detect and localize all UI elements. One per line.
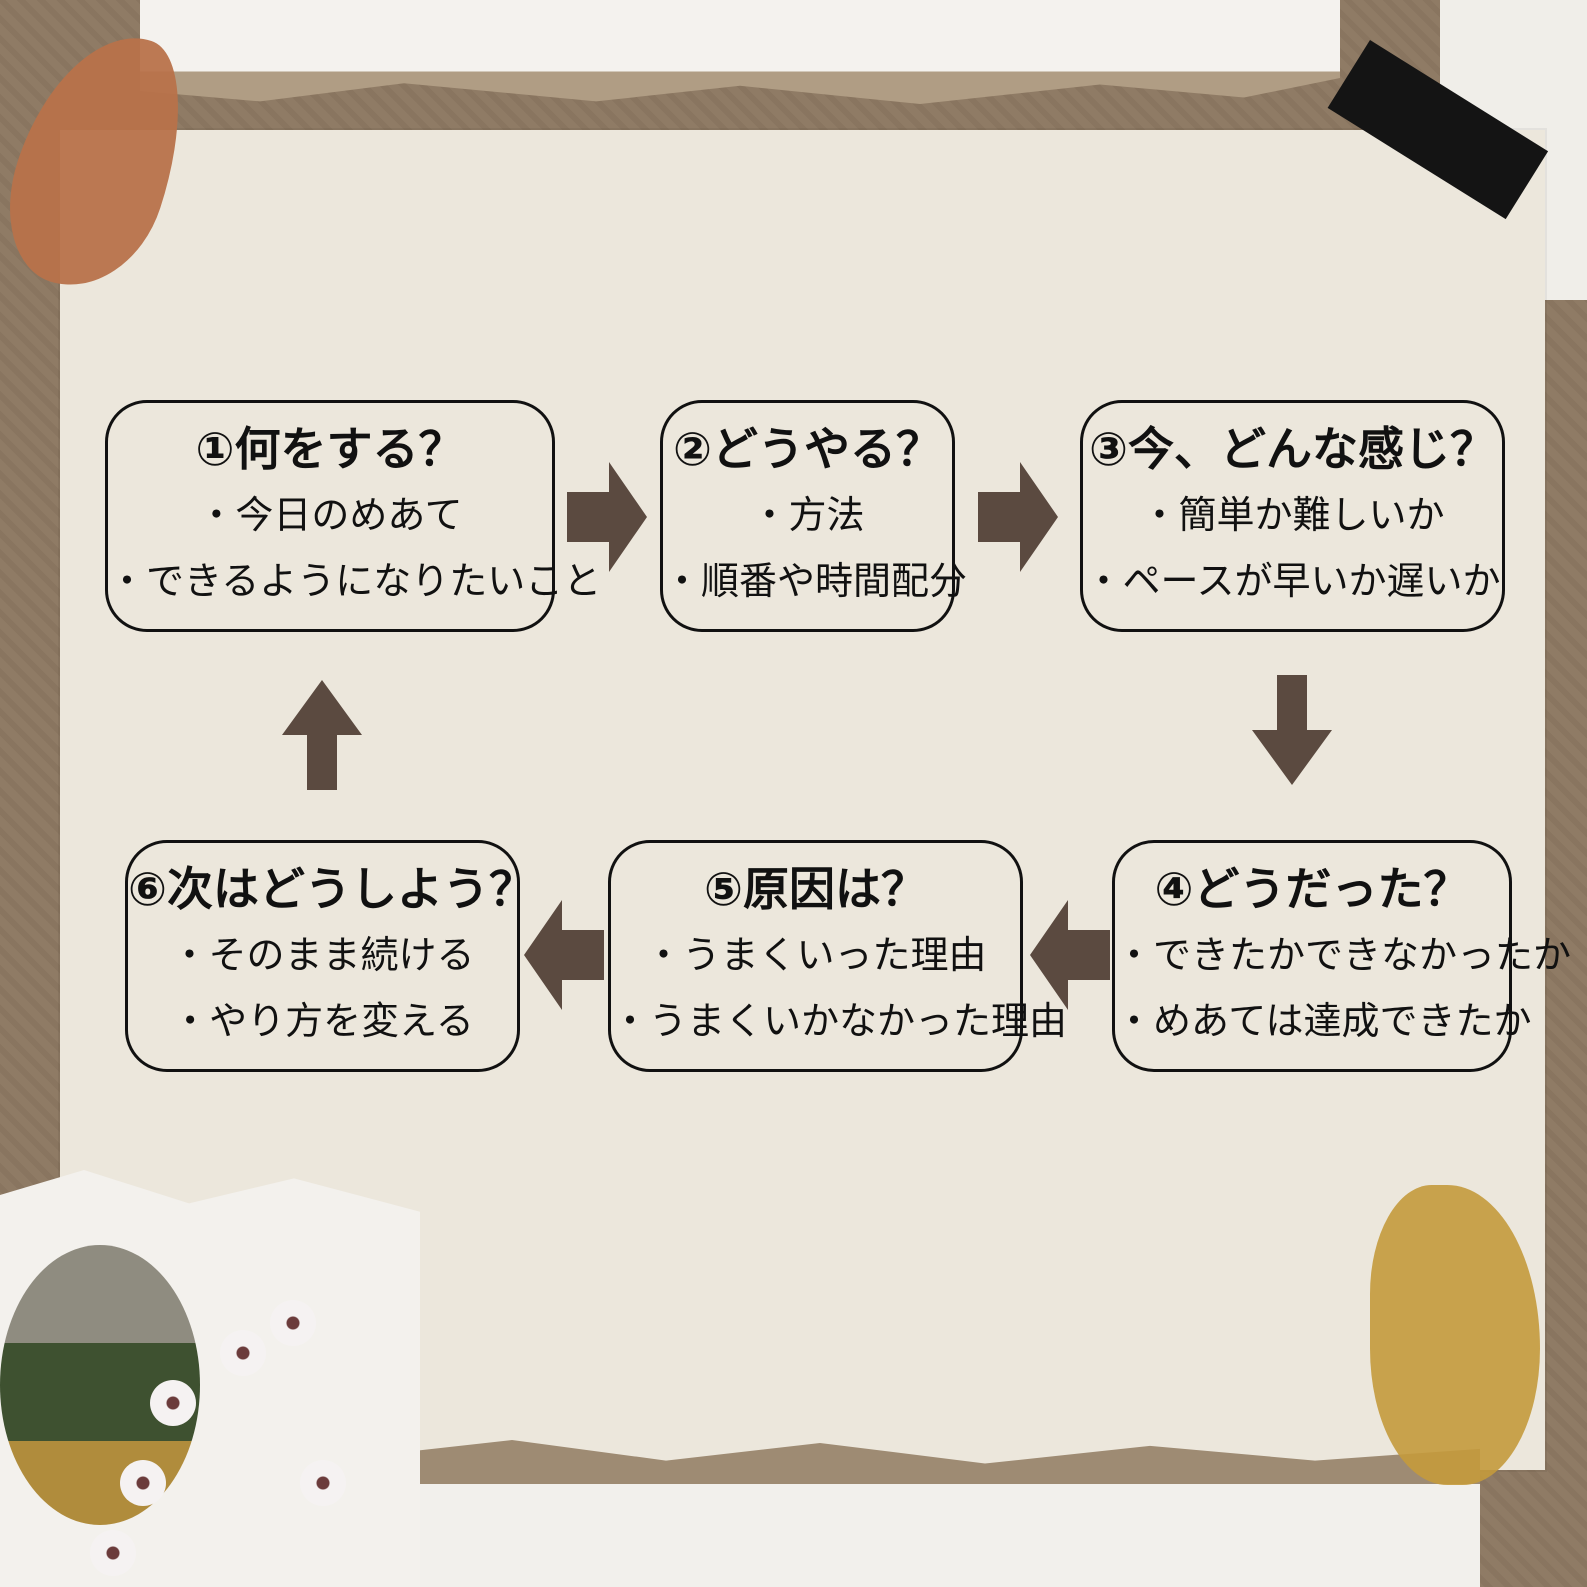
step-title: ④どうだった？ — [1154, 862, 1470, 916]
step-point: ・できたかできなかったか — [1115, 933, 1572, 977]
step-point: ・順番や時間配分 — [663, 559, 968, 603]
arrow-right-icon — [978, 462, 1058, 572]
step-point: ・簡単か難しいか — [1140, 493, 1445, 537]
step-point: ・そのまま続ける — [170, 933, 475, 977]
blossom-icon — [120, 1460, 166, 1506]
arrow-down-icon — [1252, 675, 1332, 785]
blossom-icon — [300, 1460, 346, 1506]
step-point: ・方法 — [750, 493, 865, 537]
step-point: ・めあては達成できたか — [1115, 999, 1532, 1043]
step-title: ③今、どんな感じ？ — [1089, 422, 1496, 476]
step-title: ②どうやる？ — [673, 422, 942, 476]
step-box-1: ①何をする？ ・今日のめあて ・できるようになりたいこと — [105, 400, 602, 632]
blossom-icon — [150, 1380, 196, 1426]
butterfly-icon — [1370, 1185, 1540, 1485]
blossom-icon — [220, 1330, 266, 1376]
newspaper-scrap-bottom — [380, 1440, 1480, 1587]
step-point: ・やり方を変える — [171, 999, 474, 1043]
step-box-5: ⑤原因は？ ・うまくいった理由 ・うまくいかなかった理由 — [608, 840, 1068, 1072]
step-title: ⑥次はどうしよう？ — [128, 862, 535, 916]
step-box-3: ③今、どんな感じ？ ・簡単か難しいか ・ペースが早いか遅いか — [1080, 400, 1505, 632]
step-box-4: ④どうだった？ ・できたかできなかったか ・めあては達成できたか — [1112, 840, 1572, 1072]
arrow-left-icon — [524, 900, 604, 1010]
blossom-icon — [90, 1530, 136, 1576]
step-title: ⑤原因は？ — [704, 862, 927, 916]
blossom-icon — [270, 1300, 316, 1346]
step-point: ・うまくいった理由 — [644, 933, 987, 977]
step-point: ・うまくいかなかった理由 — [611, 999, 1068, 1043]
step-box-6: ⑥次はどうしよう？ ・そのまま続ける ・やり方を変える — [125, 840, 535, 1072]
step-point: ・ペースが早いか遅いか — [1084, 559, 1501, 603]
step-point: ・今日のめあて — [197, 493, 463, 537]
arrow-left-icon — [1030, 900, 1110, 1010]
step-point: ・できるようになりたいこと — [108, 559, 602, 603]
step-box-2: ②どうやる？ ・方法 ・順番や時間配分 — [660, 400, 968, 632]
step-title: ①何をする？ — [195, 422, 465, 476]
arrow-right-icon — [567, 462, 647, 572]
arrow-up-icon — [282, 680, 362, 790]
